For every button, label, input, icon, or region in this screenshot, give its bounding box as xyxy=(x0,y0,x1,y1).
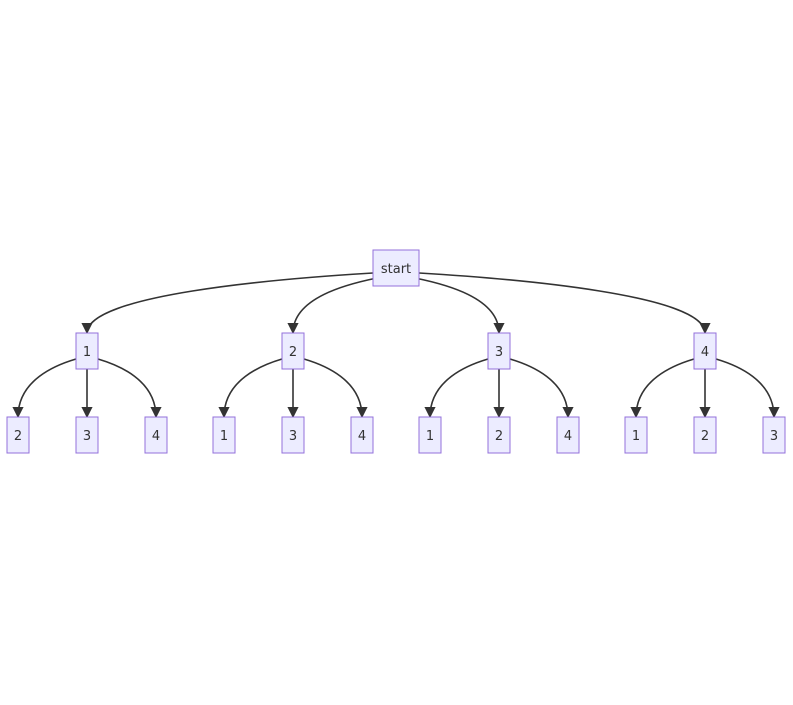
node-leaf-3-4: 4 xyxy=(556,416,580,454)
edge-2-to-4 xyxy=(303,358,368,419)
node-box xyxy=(487,332,511,370)
edges-layer xyxy=(12,272,780,419)
node-label: 4 xyxy=(358,429,366,444)
nodes-layer: start 1 2 3 4 2 1 3 4 3 1 2 4 4 1 2 3 xyxy=(6,249,786,454)
edge-start-to-1 xyxy=(81,272,374,335)
edge-4-to-3 xyxy=(715,358,780,419)
node-box xyxy=(281,416,305,454)
edge-start-to-2 xyxy=(287,277,378,335)
node-label: 2 xyxy=(14,429,22,444)
node-leaf-4-2: 2 xyxy=(693,416,717,454)
node-box xyxy=(212,416,236,454)
node-box xyxy=(281,332,305,370)
node-box xyxy=(6,416,30,454)
node-box xyxy=(624,416,648,454)
node-box xyxy=(144,416,168,454)
node-level1-4: 4 xyxy=(693,332,717,370)
node-label: 1 xyxy=(220,429,228,444)
node-leaf-1-3: 3 xyxy=(75,416,99,454)
node-box xyxy=(75,332,99,370)
node-label: 3 xyxy=(495,345,503,360)
node-leaf-1-2: 2 xyxy=(6,416,30,454)
node-leaf-4-1: 1 xyxy=(624,416,648,454)
node-label: 4 xyxy=(701,345,709,360)
edge-2-to-1 xyxy=(218,358,283,419)
node-box xyxy=(693,332,717,370)
node-leaf-3-2: 2 xyxy=(487,416,511,454)
node-label: 2 xyxy=(289,345,297,360)
node-label: 4 xyxy=(564,429,572,444)
node-box xyxy=(693,416,717,454)
node-box xyxy=(372,249,420,287)
node-leaf-2-4: 4 xyxy=(350,416,374,454)
node-label: 1 xyxy=(83,345,91,360)
node-leaf-2-1: 1 xyxy=(212,416,236,454)
node-level1-3: 3 xyxy=(487,332,511,370)
node-label: start xyxy=(381,262,411,277)
node-start: start xyxy=(372,249,420,287)
node-label: 4 xyxy=(152,429,160,444)
edge-start-to-3 xyxy=(414,277,505,335)
node-label: 2 xyxy=(495,429,503,444)
node-label: 1 xyxy=(632,429,640,444)
node-label: 1 xyxy=(426,429,434,444)
node-label: 3 xyxy=(289,429,297,444)
node-leaf-4-3: 3 xyxy=(762,416,786,454)
node-box xyxy=(487,416,511,454)
node-box xyxy=(762,416,786,454)
node-level1-2: 2 xyxy=(281,332,305,370)
edge-1-to-4 xyxy=(97,358,162,419)
node-leaf-3-1: 1 xyxy=(418,416,442,454)
node-label: 3 xyxy=(83,429,91,444)
node-level1-1: 1 xyxy=(75,332,99,370)
edge-start-to-4 xyxy=(418,272,711,335)
node-box xyxy=(418,416,442,454)
node-leaf-2-3: 3 xyxy=(281,416,305,454)
edge-1-to-2 xyxy=(12,358,77,419)
node-label: 2 xyxy=(701,429,709,444)
node-box xyxy=(350,416,374,454)
edge-3-to-4 xyxy=(509,358,574,419)
node-box xyxy=(556,416,580,454)
node-leaf-1-4: 4 xyxy=(144,416,168,454)
node-label: 3 xyxy=(770,429,778,444)
edge-3-to-1 xyxy=(424,358,489,419)
node-box xyxy=(75,416,99,454)
edge-4-to-1 xyxy=(630,358,695,419)
